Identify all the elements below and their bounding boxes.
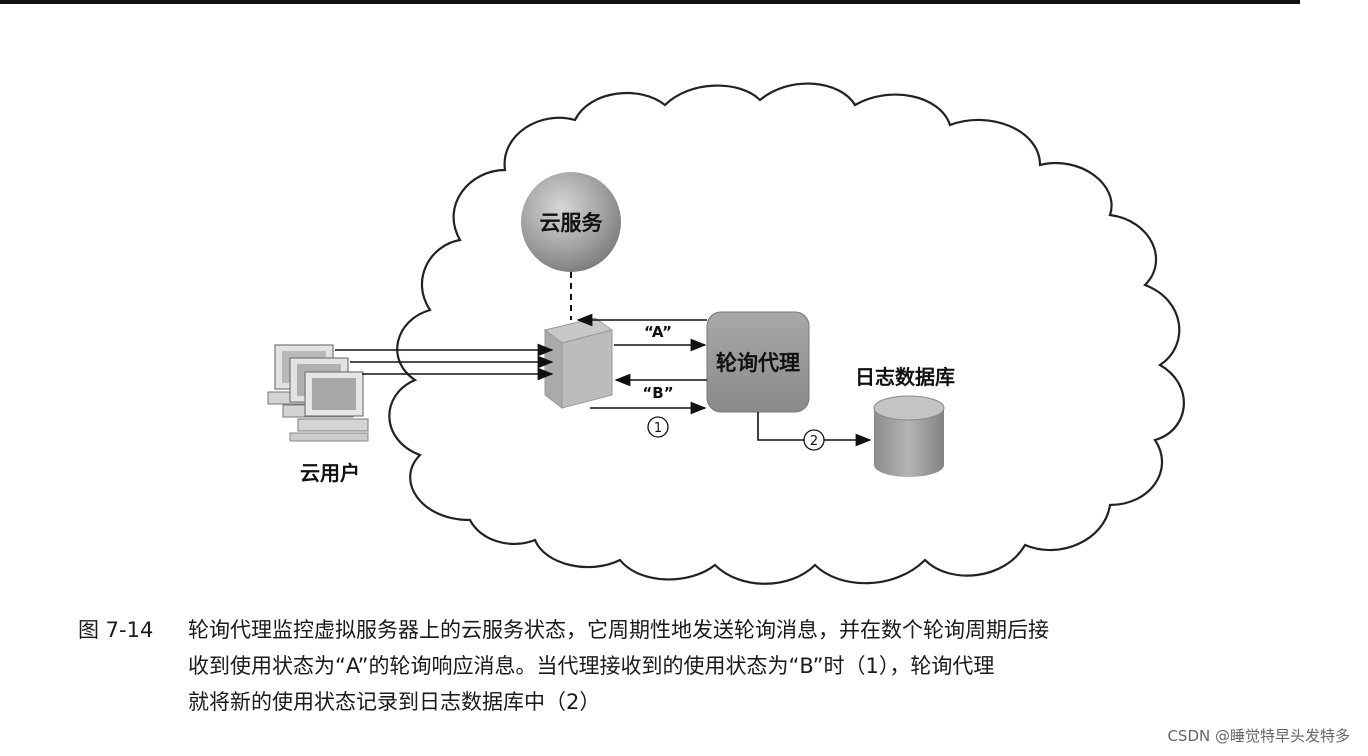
watermark: CSDN @睡觉特早头发特多 <box>1167 725 1350 746</box>
message-a-label: “A” <box>644 323 672 341</box>
caption-line-1: 轮询代理监控虚拟服务器上的云服务状态，它周期性地发送轮询消息，并在数个轮询周期后… <box>188 612 1049 648</box>
polling-agent-label: 轮询代理 <box>716 351 800 375</box>
figure-number: 图 7-14 <box>78 612 153 648</box>
log-database-label: 日志数据库 <box>855 365 955 389</box>
cloud-service-label: 云服务 <box>540 211 604 235</box>
caption-line-2: 收到使用状态为“A”的轮询响应消息。当代理接收到的使用状态为“B”时（1），轮询… <box>188 648 994 684</box>
step-2-marker: 2 <box>804 430 824 450</box>
svg-text:2: 2 <box>810 434 818 449</box>
virtual-server-cube <box>545 318 612 408</box>
polling-agent-diagram: 云服务 轮询代理 “A” “B” 1 2 日志数据库 <box>0 0 1368 610</box>
step-1-marker: 1 <box>648 417 668 437</box>
cloud-users-icon: 云用户 <box>268 345 368 485</box>
svg-text:1: 1 <box>654 421 662 436</box>
message-b-label: “B” <box>642 384 673 402</box>
cloud-service-node: 云服务 <box>521 172 621 272</box>
caption-line-3: 就将新的使用状态记录到日志数据库中（2） <box>188 684 600 720</box>
cloud-users-label: 云用户 <box>300 461 360 485</box>
polling-agent-node: 轮询代理 <box>707 312 809 412</box>
